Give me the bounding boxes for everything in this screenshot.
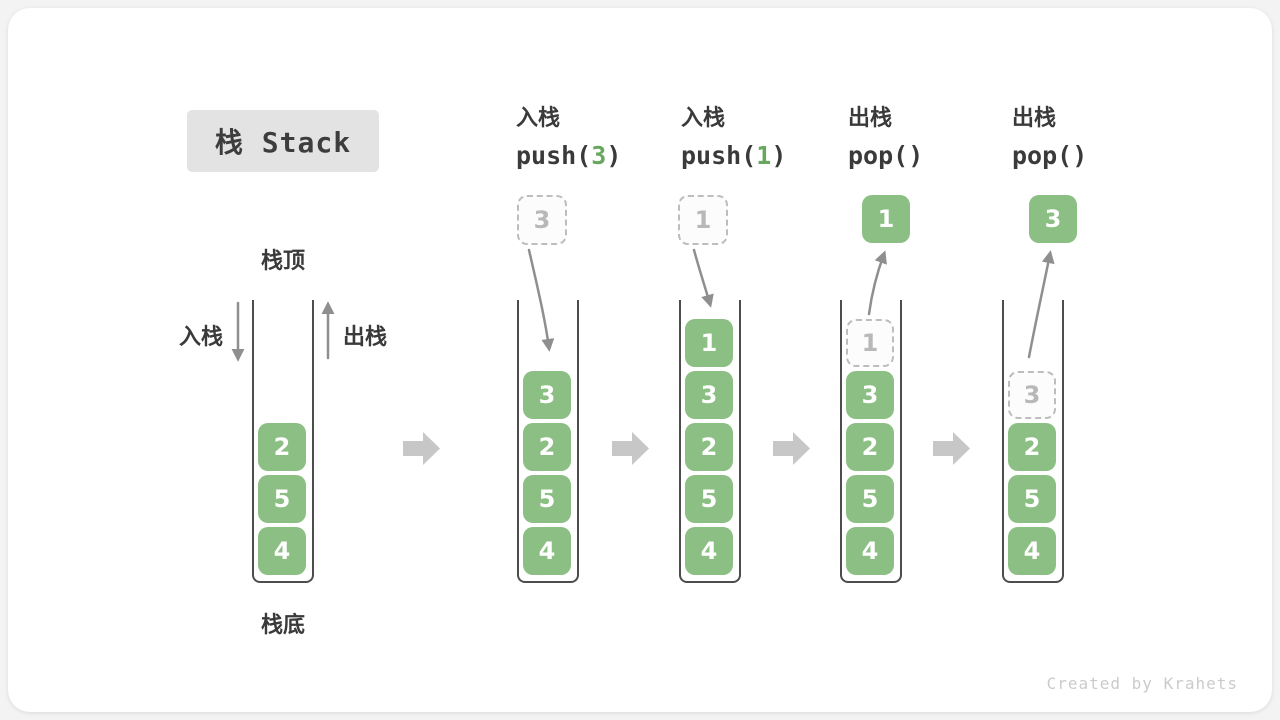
code-pre: push( — [681, 141, 757, 170]
stack-container-pop-3: 3 2 5 4 — [1002, 300, 1064, 583]
stack-cell: 4 — [258, 527, 306, 575]
stack-cell: 5 — [523, 475, 571, 523]
stack-bottom-label: 栈底 — [260, 613, 305, 638]
stack-cell: 5 — [846, 475, 894, 523]
stack-cell: 5 — [258, 475, 306, 523]
code-post: ) — [908, 141, 924, 170]
code-arg: 3 — [591, 141, 607, 170]
operation-label-pop-2: 出栈 pop() — [1012, 106, 1087, 169]
stack-cell: 2 — [685, 423, 733, 471]
stack-container-push-1: 1 3 2 5 4 — [679, 300, 741, 583]
operation-name: 出栈 — [1012, 106, 1057, 131]
popped-value-box: 1 — [862, 195, 910, 243]
stack-container-push-3: 3 2 5 4 — [517, 300, 579, 583]
operation-code: pop() — [848, 143, 923, 168]
stack-cell: 2 — [1008, 423, 1056, 471]
stack-cell: 2 — [523, 423, 571, 471]
stack-container-pop-1: 1 3 2 5 4 — [840, 300, 902, 583]
popped-value-box: 3 — [1029, 195, 1077, 243]
code-post: ) — [606, 141, 622, 170]
operation-code: pop() — [1012, 143, 1087, 168]
diagram-title: 栈 Stack — [187, 110, 379, 172]
stack-cell: 2 — [846, 423, 894, 471]
operation-label-push-1: 入栈 push(1) — [681, 106, 786, 169]
stack-cell: 5 — [1008, 475, 1056, 523]
stack-cell: 5 — [685, 475, 733, 523]
code-pre: push( — [516, 141, 592, 170]
operation-name: 入栈 — [681, 106, 726, 131]
push-direction-label: 入栈 — [179, 325, 224, 350]
stack-top-label: 栈顶 — [260, 249, 305, 274]
watermark: Created by Krahets — [1046, 674, 1238, 693]
operation-name: 出栈 — [848, 106, 893, 131]
popped-ghost-cell: 3 — [1008, 371, 1056, 419]
code-pre: pop( — [1012, 141, 1073, 170]
stack-cell: 3 — [846, 371, 894, 419]
stack-cell: 4 — [523, 527, 571, 575]
operation-code: push(3) — [516, 143, 621, 168]
stack-cell: 3 — [523, 371, 571, 419]
code-post: ) — [771, 141, 787, 170]
stack-cell: 2 — [258, 423, 306, 471]
stack-cell: 4 — [1008, 527, 1056, 575]
popped-ghost-cell: 1 — [846, 319, 894, 367]
code-pre: pop( — [848, 141, 909, 170]
operation-label-push-3: 入栈 push(3) — [516, 106, 621, 169]
operation-name: 入栈 — [516, 106, 561, 131]
stack-cell: 1 — [685, 319, 733, 367]
stack-container-initial: 2 5 4 — [252, 300, 314, 583]
pop-direction-label: 出栈 — [343, 325, 388, 350]
incoming-value-box: 3 — [517, 195, 567, 245]
stack-cell: 4 — [685, 527, 733, 575]
operation-label-pop-1: 出栈 pop() — [848, 106, 923, 169]
operation-code: push(1) — [681, 143, 786, 168]
stack-cell: 3 — [685, 371, 733, 419]
incoming-value-box: 1 — [678, 195, 728, 245]
code-post: ) — [1072, 141, 1088, 170]
code-arg: 1 — [756, 141, 772, 170]
stack-cell: 4 — [846, 527, 894, 575]
